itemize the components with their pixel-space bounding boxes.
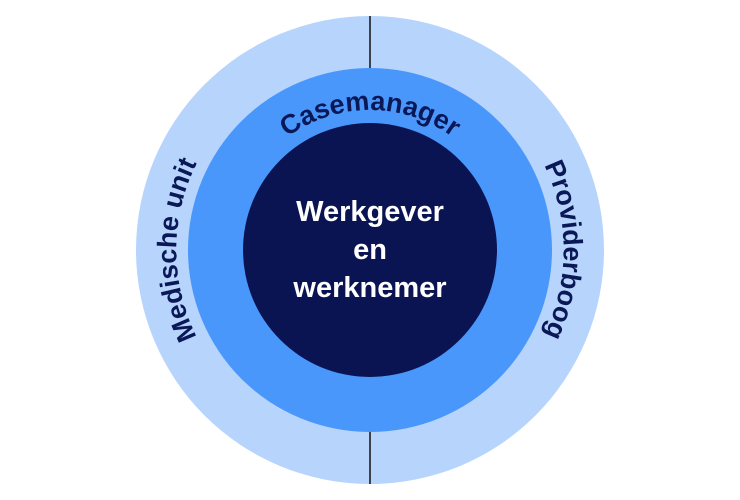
inner-circle: [243, 123, 497, 377]
center-line-3: werknemer: [292, 272, 446, 304]
center-line-2: en: [353, 234, 387, 266]
center-line-1: Werkgever: [296, 196, 444, 228]
